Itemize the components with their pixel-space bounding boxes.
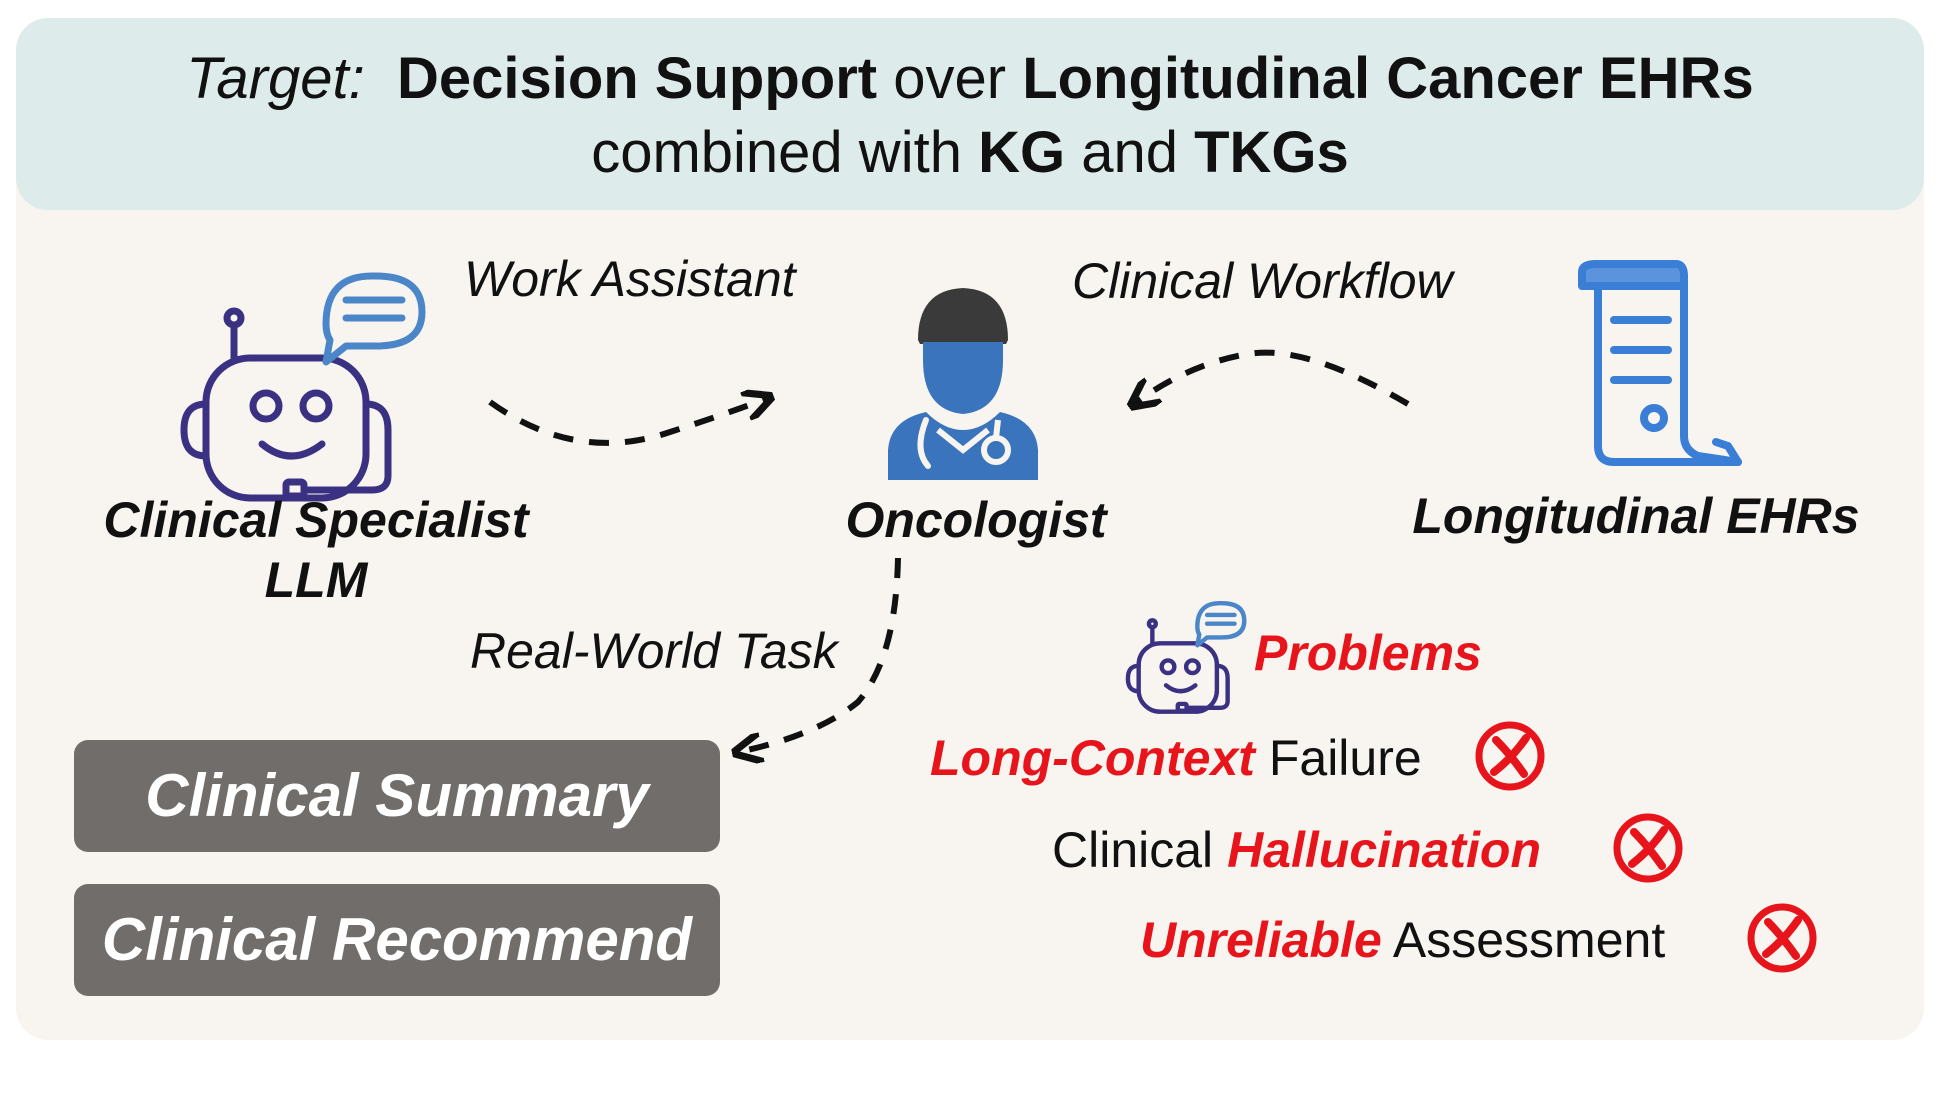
- header-line-2: combined with KG and TKGs: [16, 116, 1924, 190]
- header-longitudinal-ehrs: Longitudinal Cancer EHRs: [1022, 46, 1754, 111]
- problem-3-black: Assessment: [1392, 912, 1666, 968]
- ehrs-label: Longitudinal EHRs: [1412, 488, 1860, 544]
- header-and: and: [1081, 120, 1178, 185]
- problem-1-red: Long-Context: [930, 730, 1255, 786]
- problem-1-black: Failure: [1268, 730, 1422, 786]
- real-world-task-label: Real-World Task: [470, 623, 838, 679]
- clinical-recommend-box[interactable]: Clinical Recommend: [74, 884, 720, 996]
- robot-icon: [180, 272, 426, 502]
- x-circle-icon: [1475, 721, 1545, 791]
- header-banner: Target: Decision Support over Longitudin…: [16, 18, 1924, 210]
- problem-unreliable: Unreliable Assessment: [1140, 910, 1665, 970]
- problem-3-red: Unreliable: [1140, 912, 1382, 968]
- doctor-icon: [888, 288, 1038, 480]
- arrow-llm-to-oncologist: [488, 349, 1410, 1040]
- llm-label: Clinical Specialist LLM: [56, 490, 576, 610]
- oncologist-label: Oncologist: [845, 492, 1107, 548]
- header-tkgs: TKGs: [1194, 120, 1349, 185]
- x-circle-icon: [1613, 813, 1683, 883]
- problem-long-context: Long-Context Failure: [930, 728, 1422, 788]
- work-assistant-label: Work Assistant: [464, 251, 796, 307]
- llm-label-line-1: Clinical Specialist: [103, 492, 529, 548]
- x-circle-icon: [1747, 903, 1817, 973]
- scroll-document-icon: [1578, 260, 1742, 466]
- diagram-panel: Target: Decision Support over Longitudin…: [16, 18, 1924, 1040]
- llm-label-line-2: LLM: [264, 552, 368, 608]
- arrow-clinical-workflow: [1134, 349, 1410, 404]
- header-kg: KG: [978, 120, 1066, 185]
- problem-2-red: Hallucination: [1227, 822, 1541, 878]
- problem-hallucination: Clinical Hallucination: [1052, 820, 1541, 880]
- arrow-work-assistant: [488, 398, 768, 446]
- header-decision-support: Decision Support: [396, 46, 878, 111]
- problem-2-black: Clinical: [1052, 822, 1214, 878]
- header-combined-with: combined with: [591, 120, 962, 185]
- arrow-real-world-task: [738, 557, 901, 752]
- robot-small-icon: [1125, 601, 1247, 714]
- clinical-workflow-label: Clinical Workflow: [1072, 253, 1453, 309]
- clinical-summary-box[interactable]: Clinical Summary: [74, 740, 720, 852]
- header-line-1: Target: Decision Support over Longitudin…: [16, 42, 1924, 116]
- problems-title: Problems: [1254, 625, 1482, 681]
- header-over: over: [893, 46, 1007, 111]
- target-label: Target:: [186, 46, 365, 111]
